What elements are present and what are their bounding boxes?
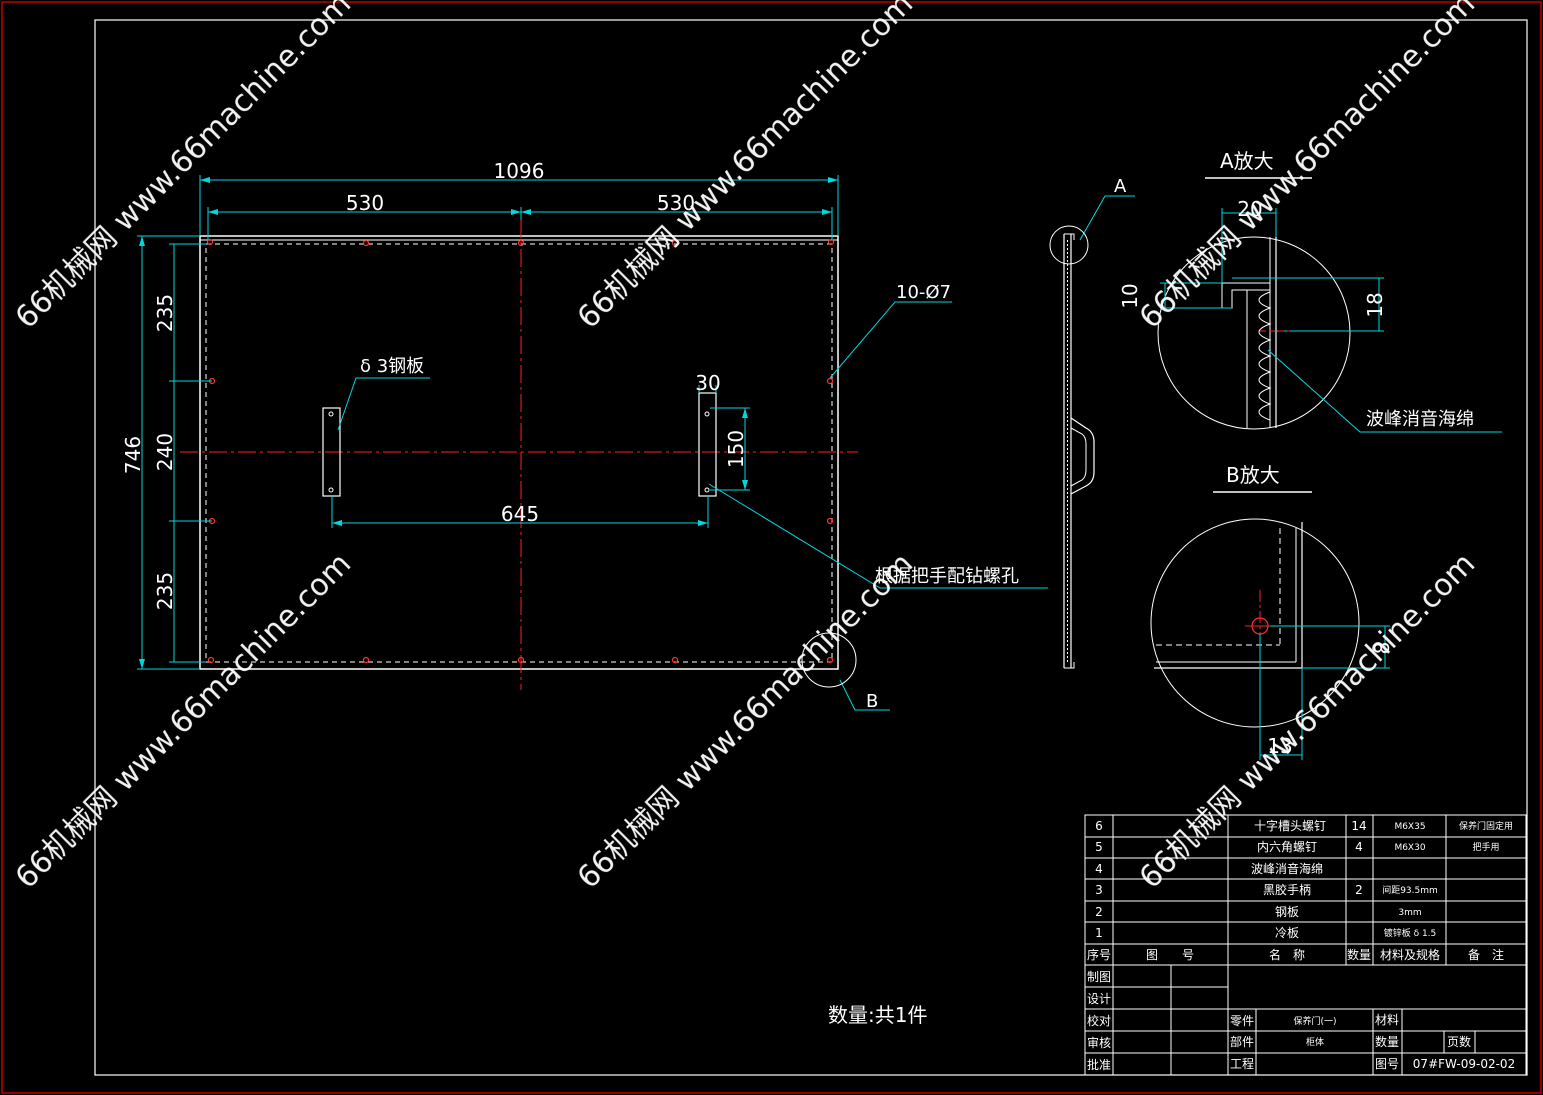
hole [517,656,525,664]
main-view: 1096 530 530 746 235 240 235 645 30 150 … [121,159,1135,712]
titleblock-role: 审核 [1087,1035,1111,1050]
bom-row-spec: M6X35 [1394,822,1425,832]
bom-row-qty: 4 [1355,840,1363,854]
bom-row-spec: 镀锌板 δ 1.5 [1384,927,1437,939]
label-hole-ref: 10-Ø7 [896,282,951,303]
hole [826,656,834,664]
watermark: 66机械网 www.66machine.com [9,0,358,336]
watermark: 66机械网 www.66machine.com [9,546,358,895]
titleblock-assembly-value: 柜体 [1306,1036,1324,1048]
bom-row-name: 钢板 [1275,905,1299,919]
bom-row-no: 5 [1095,840,1103,854]
bom-row-no: 6 [1095,819,1103,833]
bom-header: 名 称 [1269,947,1305,962]
dim-half-width-left: 530 [346,191,384,215]
hole [827,238,835,246]
bom-row-no: 1 [1095,926,1103,940]
detail-b-title: B放大 [1226,463,1280,487]
titleblock-part-value: 保养门(一) [1293,1015,1336,1027]
titleblock-drawing-no: 07#FW-09-02-02 [1413,1057,1515,1071]
detail-a: A放大 20 10 18 波峰消音海绵 [1118,149,1502,433]
detail-b-marker [801,632,857,688]
bom-row-no: 2 [1095,905,1103,919]
bom-row-name: 黑胶手柄 [1263,882,1311,897]
mounting-holes [206,238,835,664]
bom-header: 图 号 [1146,948,1194,962]
label-foam: 波峰消音海绵 [1366,409,1474,430]
titleblock-project-label: 工程 [1230,1056,1254,1071]
hole [207,656,215,664]
detail-a-dim-20: 20 [1237,197,1262,221]
door-panel-outline [199,235,839,670]
dim-overall-width: 1096 [494,159,545,183]
detail-a-title: A放大 [1220,149,1274,173]
detail-a-dim-10: 10 [1118,283,1142,308]
detail-a-dim-18: 18 [1363,292,1387,317]
detail-b: B放大 8 13 [1150,463,1394,760]
bom-row-spec: M6X30 [1394,843,1425,853]
dim-handle-length: 150 [724,430,748,468]
bom-row-spec: 间距93.5mm [1382,884,1438,896]
bom-header: 备 注 [1468,947,1504,962]
watermark: 66机械网 www.66machine.com [1133,0,1482,336]
label-mark-b: B [866,691,878,712]
dim-half-width-right: 530 [657,191,695,215]
titleblock-drawing-no-label: 图号 [1375,1057,1399,1071]
bom-row-note: 把手用 [1472,841,1499,853]
dim-overall-height: 746 [121,436,145,474]
detail-a-marker [1049,225,1089,265]
titleblock-role: 设计 [1087,992,1111,1006]
dim-seg-mid: 240 [153,433,177,471]
hole [206,238,214,246]
titleblock-pages-label: 页数 [1447,1034,1471,1049]
dim-handle-width: 30 [695,371,720,395]
titleblock-part-label: 零件 [1230,1014,1254,1028]
bom-row-name: 十字槽头螺钉 [1254,818,1326,833]
drawing-frame [94,19,1528,1076]
side-view: A [1049,176,1127,669]
watermark: 66机械网 www.66machine.com [571,546,920,895]
bom-row-qty: 14 [1351,819,1366,833]
watermark: 66机械网 www.66machine.com [571,0,920,336]
titleblock-role: 制图 [1087,970,1111,984]
bom-row-note: 保养门固定用 [1459,820,1513,832]
label-mark-a: A [1114,176,1127,197]
bom-header: 数量 [1347,947,1371,962]
bom-header: 材料及规格 [1380,947,1440,962]
detail-b-dim-13: 13 [1267,734,1292,758]
dimension-lines [137,175,1135,711]
hole [517,239,525,247]
bom-row-spec: 3mm [1398,908,1421,918]
hole [671,239,679,247]
bom-row-no: 4 [1095,862,1103,876]
bom-row-no: 3 [1095,883,1103,897]
hole [826,517,834,525]
bom-row-name: 冷板 [1275,926,1299,940]
quantity-note: 数量:共1件 [828,1003,927,1027]
hole [362,656,370,664]
dim-seg-top: 235 [153,294,177,332]
label-drill-note: 根据把手配钻螺孔 [875,566,1019,587]
titleblock-role: 批准 [1087,1057,1111,1072]
hole [362,239,370,247]
bom-row-name: 内六角螺钉 [1257,840,1317,854]
foam-wave-profile [1258,291,1272,421]
label-plate: δ 3钢板 [360,356,424,377]
detail-b-dim-8: 8 [1370,642,1394,655]
titleblock-material-label: 材料 [1375,1013,1399,1027]
titleblock-qty-label: 数量 [1375,1034,1399,1049]
dim-seg-bottom: 235 [153,572,177,610]
hole [826,377,834,385]
bom-header: 序号 [1087,947,1111,962]
side-handle [1070,417,1095,495]
titleblock-role: 校对 [1087,1013,1111,1028]
bom-row-name: 波峰消音海绵 [1251,861,1323,876]
bom-row-qty: 2 [1355,883,1363,897]
hole [671,656,679,664]
dim-handle-spacing: 645 [501,502,539,526]
titleblock-assembly-label: 部件 [1230,1034,1254,1049]
bom-table: 6 十字槽头螺钉 14 M6X35 保养门固定用 5 内六角螺钉 4 M6X30… [1084,814,1527,1076]
